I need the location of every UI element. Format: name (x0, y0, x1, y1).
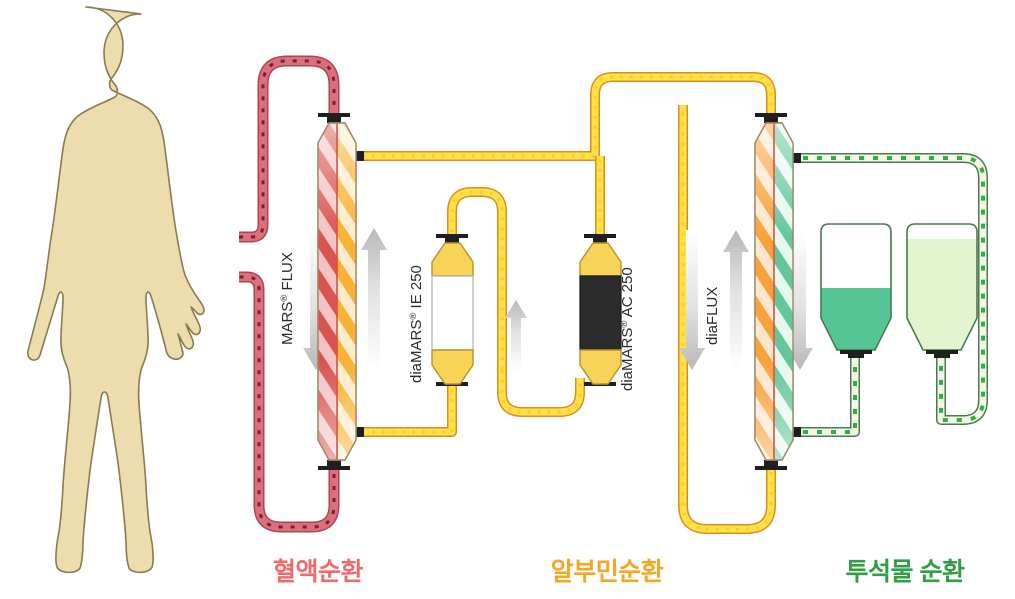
albumin-circuit-tubing (352, 72, 776, 534)
device-mars-flux[interactable]: MARS® FLUX (279, 113, 364, 470)
arrow-albumin-up-diaflux (723, 230, 749, 370)
device-label-diamars-ie-250: diaMARS® IE 250 (408, 265, 425, 383)
label-sup-mars: ® (279, 295, 290, 302)
patient-silhouette (27, 6, 205, 574)
caption-albumin-circuit: 알부민순환 (551, 558, 664, 586)
arrow-albumin-up-columns (505, 300, 527, 372)
flow-arrows (303, 228, 813, 372)
caption-dialysate-circuit: 투석물 순환 (846, 558, 965, 586)
caption-blood-circuit: 혈액순환 (273, 558, 364, 586)
device-label-diaflux: diaFLUX (704, 287, 721, 345)
label-text-ac: diaMARS (619, 328, 636, 391)
label-text-ie: diaMARS (408, 320, 425, 383)
label-tail-ie: IE 250 (408, 265, 425, 313)
label-sup-ac: ® (619, 321, 630, 328)
arrow-albumin-up-marsflux (361, 228, 387, 370)
blood-circuit-tubing (239, 55, 340, 533)
arrow-blood-down (303, 228, 329, 370)
bag-fresh-dialysate[interactable] (905, 223, 981, 358)
arrow-dialysate-down (787, 230, 813, 370)
label-text-diaflux: diaFLUX (704, 287, 721, 345)
device-diamars-ie-250[interactable]: diaMARS® IE 250 (408, 234, 474, 386)
label-sup-ie: ® (408, 313, 419, 320)
label-text-mars: MARS (279, 302, 296, 345)
device-label-diamars-ac-250: diaMARS® AC 250 (619, 267, 636, 391)
dialysate-circuit-tubing (789, 153, 988, 437)
arrow-albumin-down-diaflux (679, 230, 705, 370)
bag-waste-dialysate[interactable] (819, 223, 895, 358)
device-diamars-ac-250[interactable]: diaMARS® AC 250 (579, 234, 636, 391)
label-tail-mars: FLUX (279, 252, 296, 295)
device-diaflux[interactable]: diaFLUX (704, 113, 801, 470)
label-tail-ac: AC 250 (619, 267, 636, 320)
device-label-mars-flux: MARS® FLUX (279, 252, 296, 345)
